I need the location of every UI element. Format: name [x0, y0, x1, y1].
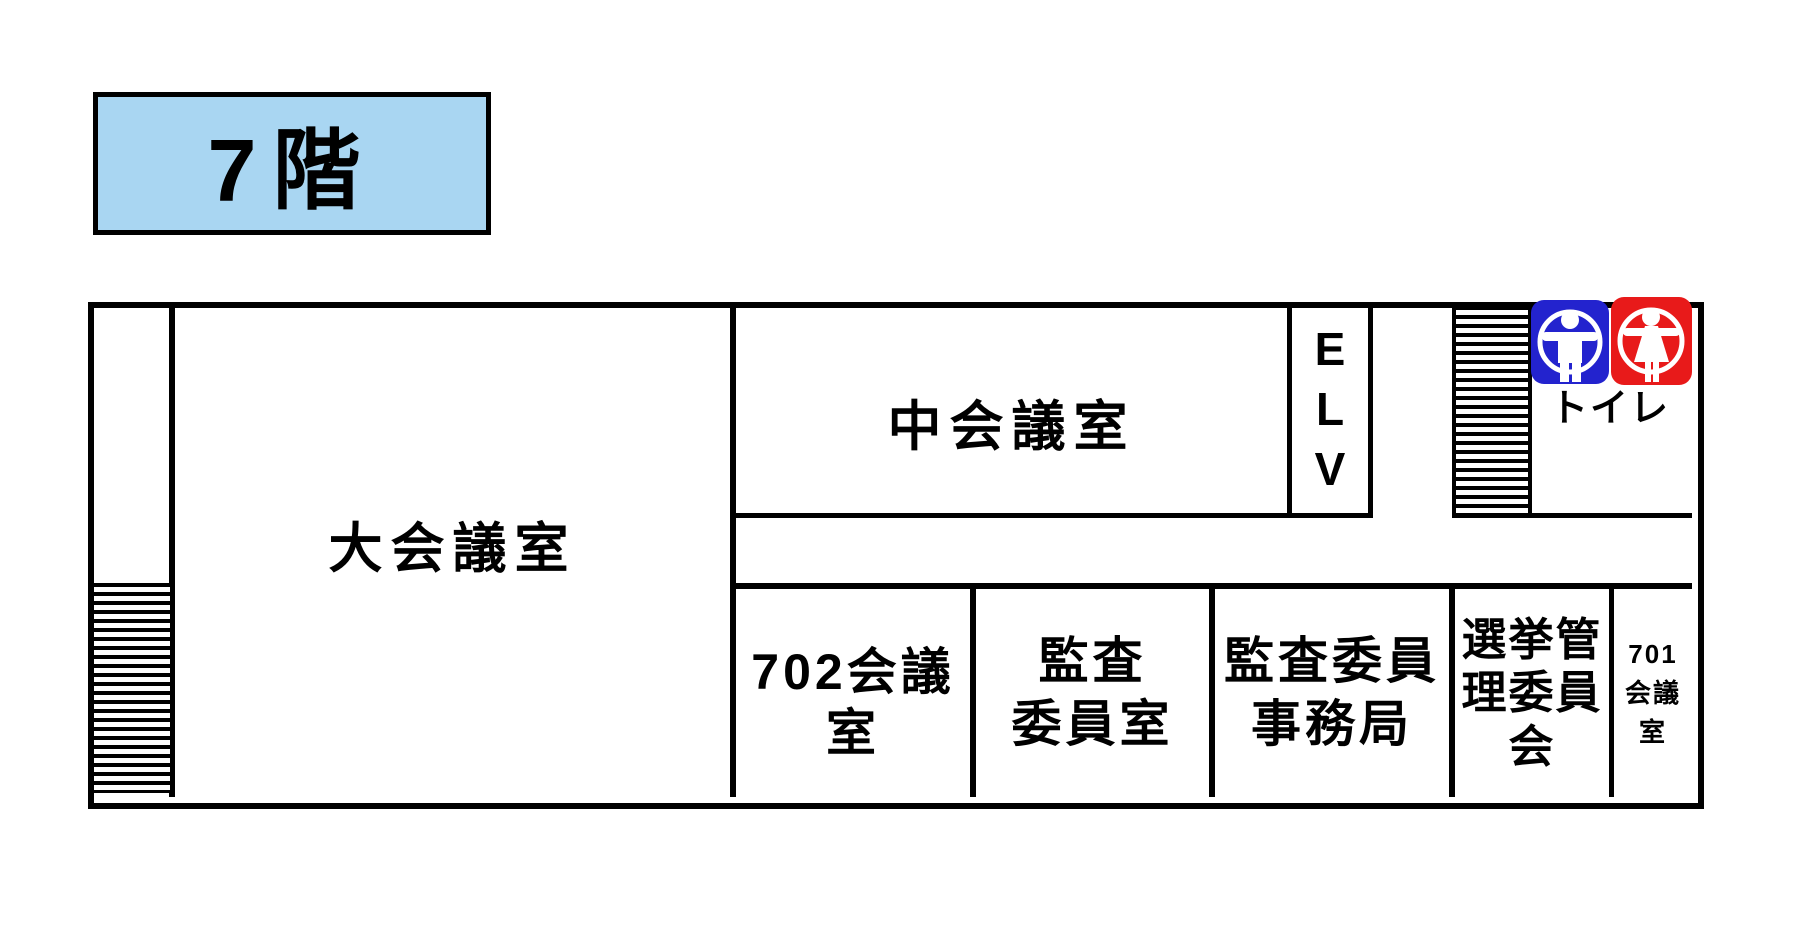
elevator-shaft: E L V: [1292, 302, 1368, 518]
wall-left-column: [169, 302, 175, 797]
wall-elevator-right: [1368, 302, 1373, 518]
room-election-commission-label: 選挙管 理委員 会: [1461, 614, 1603, 772]
wall-sep-702-audit: [970, 583, 976, 797]
stairs-right-hatch: [1452, 306, 1532, 515]
room-audit-committee-label: 監査 委員室: [1011, 632, 1174, 753]
wall-elevator-left: [1287, 302, 1292, 518]
floor-title-box: 7階: [93, 92, 491, 235]
room-election-commission: 選挙管 理委員 会: [1455, 589, 1609, 797]
room-702-label: 702会議室: [751, 644, 955, 761]
room-audit-secretariat-label: 監査委員 事務局: [1224, 632, 1440, 753]
room-large-meeting-label: 大会議室: [328, 518, 577, 579]
room-audit-committee: 監査 委員室: [976, 589, 1209, 797]
wall-sep-secretariat-election: [1449, 583, 1455, 797]
room-medium-meeting: 中会議室: [736, 302, 1287, 518]
plan-outline: [88, 302, 1704, 809]
floor-title-label: 7階: [207, 121, 377, 220]
wall-main-vertical: [730, 302, 736, 797]
room-medium-meeting-label: 中会議室: [887, 397, 1136, 458]
room-audit-secretariat: 監査委員 事務局: [1215, 589, 1449, 797]
room-701-label: 701 会議 室: [1624, 638, 1681, 747]
room-large-meeting: 大会議室: [175, 302, 730, 797]
room-702: 702会議室: [736, 589, 970, 797]
female-restroom-icon: [1611, 297, 1692, 385]
room-701: 701 会議 室: [1614, 589, 1692, 797]
toilet-area: トイレ: [1540, 385, 1680, 433]
wall-upper-row-bottom-east: [1452, 513, 1692, 518]
corridor: [736, 518, 1692, 583]
wall-sep-election-701: [1609, 583, 1614, 797]
wall-upper-row-bottom-west: [730, 513, 1373, 518]
toilet-label: トイレ: [1549, 387, 1670, 430]
elevator-label: E L V: [1314, 323, 1346, 495]
stairs-left-hatch: [94, 583, 170, 793]
wall-sep-audit-secretariat: [1209, 583, 1215, 797]
male-restroom-icon: [1531, 300, 1609, 384]
